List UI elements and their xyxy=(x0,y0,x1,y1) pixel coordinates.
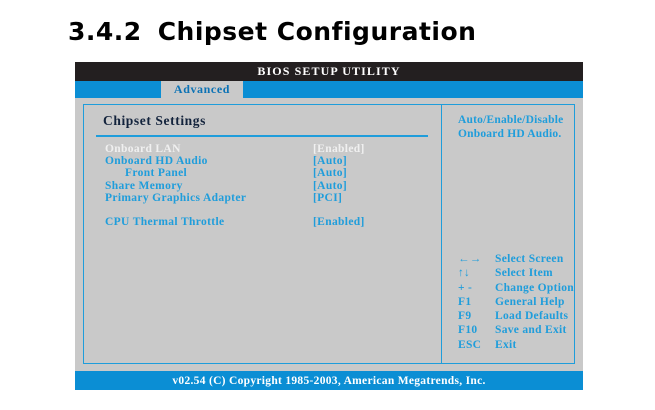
setting-value[interactable]: [Enabled] xyxy=(313,216,365,229)
tab-advanced[interactable]: Advanced xyxy=(161,81,243,98)
setting-label: CPU Thermal Throttle xyxy=(105,216,225,229)
bios-body: Chipset Settings Onboard LAN [Enabled] O… xyxy=(75,98,583,390)
key-legend-key: F10 xyxy=(458,324,478,337)
bios-footer-text: v02.54 (C) Copyright 1985-2003, American… xyxy=(172,374,486,387)
tab-advanced-label: Advanced xyxy=(173,82,231,96)
setting-label: Primary Graphics Adapter xyxy=(105,191,247,204)
up-down-arrow-icon: ↑↓ xyxy=(458,267,471,280)
settings-list: Onboard LAN [Enabled] Onboard HD Audio [… xyxy=(84,143,441,228)
key-legend-key: F1 xyxy=(458,295,472,308)
key-legend-label: Change Option xyxy=(495,281,574,294)
settings-heading-underline xyxy=(96,135,428,137)
key-legend-label: Select Item xyxy=(495,267,553,280)
setting-label: Share Memory xyxy=(105,179,183,192)
help-description-line: Auto/Enable/Disable xyxy=(458,114,564,126)
setting-label: Onboard LAN xyxy=(105,143,181,155)
key-legend-row-select-item: ↑↓ Select Item xyxy=(442,267,575,281)
setting-value[interactable]: [PCI] xyxy=(313,191,343,204)
setting-value[interactable]: [Auto] xyxy=(313,155,348,168)
setting-row-share-memory[interactable]: Share Memory [Auto] xyxy=(84,180,441,192)
page-title-text: Chipset Configuration xyxy=(157,17,477,46)
setting-row-onboard-lan[interactable]: Onboard LAN [Enabled] xyxy=(84,143,441,155)
key-legend-key: F9 xyxy=(458,310,472,323)
setting-row-primary-graphics-adapter[interactable]: Primary Graphics Adapter [PCI] xyxy=(84,192,441,204)
setting-value[interactable]: [Auto] xyxy=(313,179,348,192)
settings-heading: Chipset Settings xyxy=(103,113,206,128)
setting-row-cpu-thermal-throttle[interactable]: CPU Thermal Throttle [Enabled] xyxy=(84,216,441,228)
menu-tab-strip: Advanced xyxy=(75,81,583,98)
setting-row-onboard-hd-audio[interactable]: Onboard HD Audio [Auto] xyxy=(84,155,441,167)
key-legend-label: Select Screen xyxy=(495,253,564,265)
help-description-line: Onboard HD Audio. xyxy=(458,128,562,140)
bios-footer: v02.54 (C) Copyright 1985-2003, American… xyxy=(75,371,583,390)
key-legend-label: Load Defaults xyxy=(495,310,569,323)
key-legend-label: Save and Exit xyxy=(495,324,567,337)
key-legend-row-change-option: + - Change Option xyxy=(442,282,575,296)
page-title: 3.4.2 Chipset Configuration xyxy=(68,17,476,46)
setting-value[interactable]: [Enabled] xyxy=(313,143,365,155)
setting-label: Front Panel xyxy=(125,167,188,180)
setting-value[interactable]: [Auto] xyxy=(313,167,348,180)
key-legend-label: General Help xyxy=(495,295,565,308)
setting-label: Onboard HD Audio xyxy=(105,155,208,168)
page-title-number: 3.4.2 xyxy=(68,17,142,46)
bios-title-text: BIOS SETUP UTILITY xyxy=(257,64,401,78)
panel-divider xyxy=(441,105,442,363)
key-legend-label: Exit xyxy=(495,338,517,351)
bios-setup-window: BIOS SETUP UTILITY Advanced Chipset Sett… xyxy=(75,62,583,390)
key-legend-row-general-help: F1 General Help xyxy=(442,296,575,310)
help-description: Auto/Enable/Disable Onboard HD Audio. xyxy=(458,113,578,141)
key-legend-key: ESC xyxy=(458,338,482,351)
key-legend: ←→ Select Screen ↑↓ Select Item + - Chan… xyxy=(442,253,575,353)
key-legend-row-exit: ESC Exit xyxy=(442,339,575,353)
content-panel: Chipset Settings Onboard LAN [Enabled] O… xyxy=(83,104,575,364)
setting-row-spacer xyxy=(84,204,441,216)
bios-title-bar: BIOS SETUP UTILITY xyxy=(75,62,583,81)
key-legend-row-select-screen: ←→ Select Screen xyxy=(442,253,575,267)
settings-pane: Chipset Settings Onboard LAN [Enabled] O… xyxy=(84,105,441,363)
key-legend-row-save-and-exit: F10 Save and Exit xyxy=(442,324,575,338)
setting-row-front-panel[interactable]: Front Panel [Auto] xyxy=(84,167,441,179)
help-pane: Auto/Enable/Disable Onboard HD Audio. ←→… xyxy=(442,105,575,363)
key-legend-row-load-defaults: F9 Load Defaults xyxy=(442,310,575,324)
plus-minus-icon: + - xyxy=(458,281,473,294)
left-right-arrow-icon: ←→ xyxy=(458,253,482,265)
